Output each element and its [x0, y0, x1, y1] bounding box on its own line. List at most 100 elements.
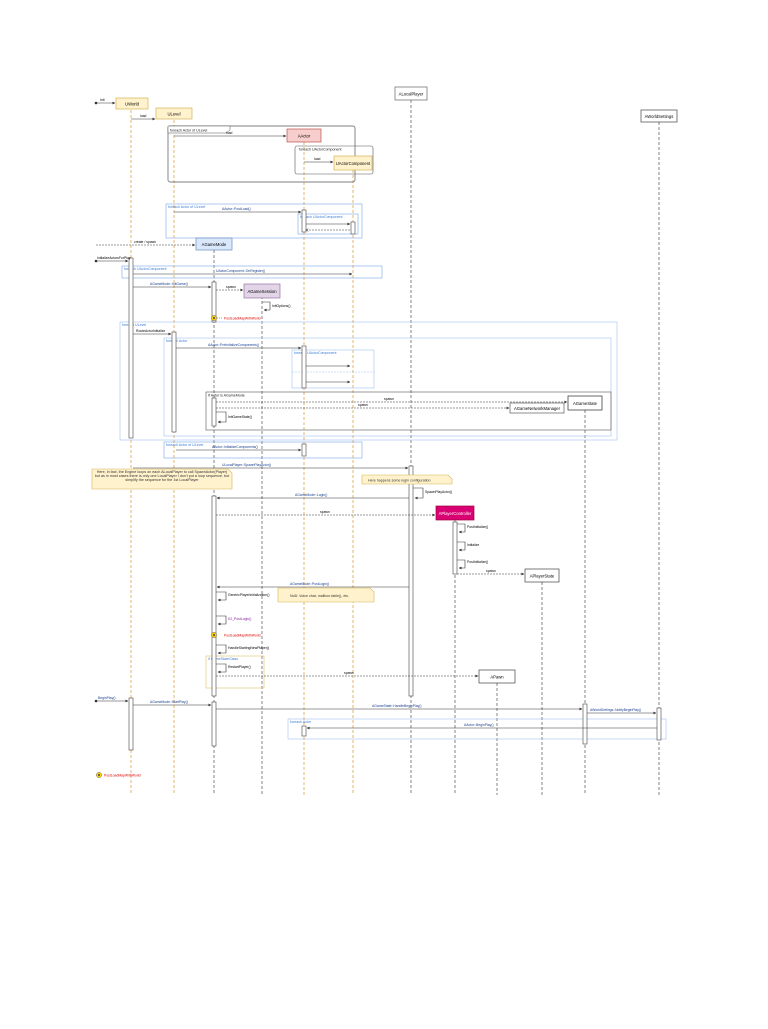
fragment-foreach-actor-of-ulevel-2: foreach Actor of ULevel — [165, 203, 363, 239]
participant-label: AGameSession — [247, 289, 277, 294]
message-initgame: AGameMode::InitGame() — [133, 282, 212, 289]
participant-worldsettings: AWorldSettings — [640, 109, 678, 123]
message-label: AGameMode::Login() — [295, 493, 327, 497]
activation-worldsettings — [656, 707, 662, 741]
activation-localplayer — [408, 465, 414, 697]
message-k2-postlogin: K2_PostLogin() — [216, 615, 251, 626]
markers: PostLoadMapWithWorld PostLoadMapWithWorl… — [96, 315, 261, 778]
activation-uactorcomponent — [350, 221, 356, 235]
participant-label: ULevel — [167, 112, 180, 117]
participant-ulevel: ULevel — [155, 107, 193, 120]
message-label: spawn — [320, 510, 330, 514]
message-postinitialize: PostInitialize() — [457, 523, 488, 534]
message-actor-beginplay: AActor::BeginPlay() — [306, 723, 657, 730]
fragment-label: If Actor is AGameMode — [208, 394, 245, 398]
fragment-if-actor-is-agamemode: If Actor is AGameMode — [205, 391, 612, 431]
message-load-component: load — [304, 157, 334, 164]
note-text: Here, in fact, the Engine loops on each … — [94, 470, 230, 483]
fragments: foreach Actor of ULevel foreach UActorCo… — [119, 125, 667, 740]
activation-gamemode — [211, 281, 217, 323]
marker-postloadmapwithworld: PostLoadMapWithWorld — [211, 315, 261, 321]
message-label: load — [226, 131, 233, 135]
message-label: AGameState::HandleBeginPlay() — [372, 704, 422, 708]
message-notifybeginplay: AWorldSettings::NotifyBeginPlay() — [587, 708, 657, 715]
message-login: AGameMode::Login() — [216, 493, 409, 500]
activation-gamemode-4 — [211, 397, 217, 427]
message-initoptions: InitOptions() — [262, 301, 290, 312]
message-label: AActor::BeginPlay() — [464, 723, 494, 727]
participant-apawn: APawn — [478, 669, 516, 684]
activation-gamemode-2 — [211, 495, 217, 697]
marker-label: PostLoadMapWithWorld — [224, 634, 261, 638]
message-initializeactorsforplay: InitializeActorsForPlay — [94, 256, 131, 263]
message-label: spawn — [486, 569, 496, 573]
participant-label: UWorld — [125, 102, 140, 107]
fragment-label: foreach ULevel — [122, 323, 146, 327]
message-label: InitGameState() — [228, 415, 252, 419]
message-beginplay: BeginPlay() — [94, 696, 129, 703]
fragment-label: if GameStateClass — [208, 657, 238, 661]
fragment-label: foreach Actor of ULevel — [170, 129, 208, 133]
participant-label: ALocalPlayer — [399, 92, 424, 97]
participant-localplayer: ALocalPlayer — [394, 86, 428, 101]
participant-label: AGameState — [573, 401, 598, 406]
activation-ulevel — [171, 331, 177, 433]
message-spawn-gamestate: spawn — [216, 397, 568, 404]
message-label: load — [140, 114, 147, 118]
fragment-label: foreach UActorComponent — [124, 267, 167, 271]
note-text: NoD: Voice chat, mailbox table(), etc. — [290, 594, 349, 598]
activation-aactor — [301, 209, 307, 233]
message-initialize: Initialize — [457, 541, 479, 552]
participant-gamemode: AGameMode — [195, 237, 233, 251]
note-login-configuration: Here happens some login configuration — [361, 474, 453, 485]
message-postload: AActor::PostLoad() — [174, 207, 351, 230]
message-label: spawn — [384, 397, 394, 401]
participant-playercontroller: APlayerController — [435, 505, 475, 521]
message-spawnplayactor-self: SpawnPlayActor() — [413, 487, 452, 500]
fragment-label: foreach UActorComponent — [299, 148, 342, 152]
message-spawn-networkmanager: spawn — [216, 403, 510, 410]
participant-aactor: AActor — [286, 128, 322, 143]
participant-playerstate: APlayerState — [524, 568, 560, 583]
fragment-label: foreach Actor of ULevel — [168, 205, 206, 209]
message-onregister: UActorComponent::OnRegister() — [133, 269, 353, 276]
message-initgamestate: InitGameState() — [216, 411, 252, 424]
marker-label: PostLoadMapWithWorld — [224, 317, 261, 321]
activation-gamemode-3 — [211, 701, 217, 747]
marker-label: PostLoadMapWithWorld — [104, 774, 141, 778]
message-label: spawn — [358, 403, 368, 407]
activation-aactor-3 — [301, 443, 307, 457]
activation-uworld — [128, 257, 134, 439]
participant-label: AGameNetworkManager — [514, 406, 561, 411]
message-label: spawn — [344, 671, 354, 675]
message-label: AActor::PostLoad() — [222, 207, 251, 211]
activation-uworld-2 — [128, 697, 134, 751]
participant-networkmanager: AGameNetworkManager — [509, 402, 565, 414]
message-preinitializecomponents: AActor::PreInitializeComponents() — [176, 343, 351, 384]
message-label: HandleStartingNewPlayer() — [228, 646, 269, 650]
participant-label: UActorComponent — [336, 161, 371, 166]
message-create-spawn: create / spawn — [96, 240, 196, 247]
participant-label: AActor — [298, 134, 311, 139]
participants: UWorld ULevel AActor AGameMode AGameSess… — [115, 86, 678, 684]
activation-aactor-2 — [301, 345, 307, 389]
message-label: PostInitialize() — [467, 560, 488, 564]
message-label: RouteActorInitialize — [136, 329, 165, 333]
participant-uactorcomponent: UActorComponent — [333, 155, 373, 171]
message-label: K2_PostLogin() — [228, 617, 251, 621]
fragment-foreach-uactorcomponent-3: foreach UActorComponent — [121, 265, 383, 279]
participant-gamesession: AGameSession — [243, 283, 281, 299]
message-handlebeginplay: AGameState::HandleBeginPlay() — [216, 704, 583, 711]
message-spawn-playerstate: spawn — [457, 569, 525, 576]
message-spawnplayactor: ULocalPlayer::SpawnPlayActor() — [133, 463, 409, 470]
message-label: Initialize — [467, 543, 479, 547]
message-label: GenericPlayerInitialization() — [228, 593, 269, 597]
activation-playercontroller — [452, 521, 458, 575]
participant-label: APawn — [490, 675, 504, 680]
message-label: AGameMode::StartPlay() — [150, 700, 188, 704]
fragment-label: foreach Actor — [290, 720, 312, 724]
participant-label: AWorldSettings — [645, 114, 674, 119]
participant-label: AGameMode — [202, 242, 227, 247]
